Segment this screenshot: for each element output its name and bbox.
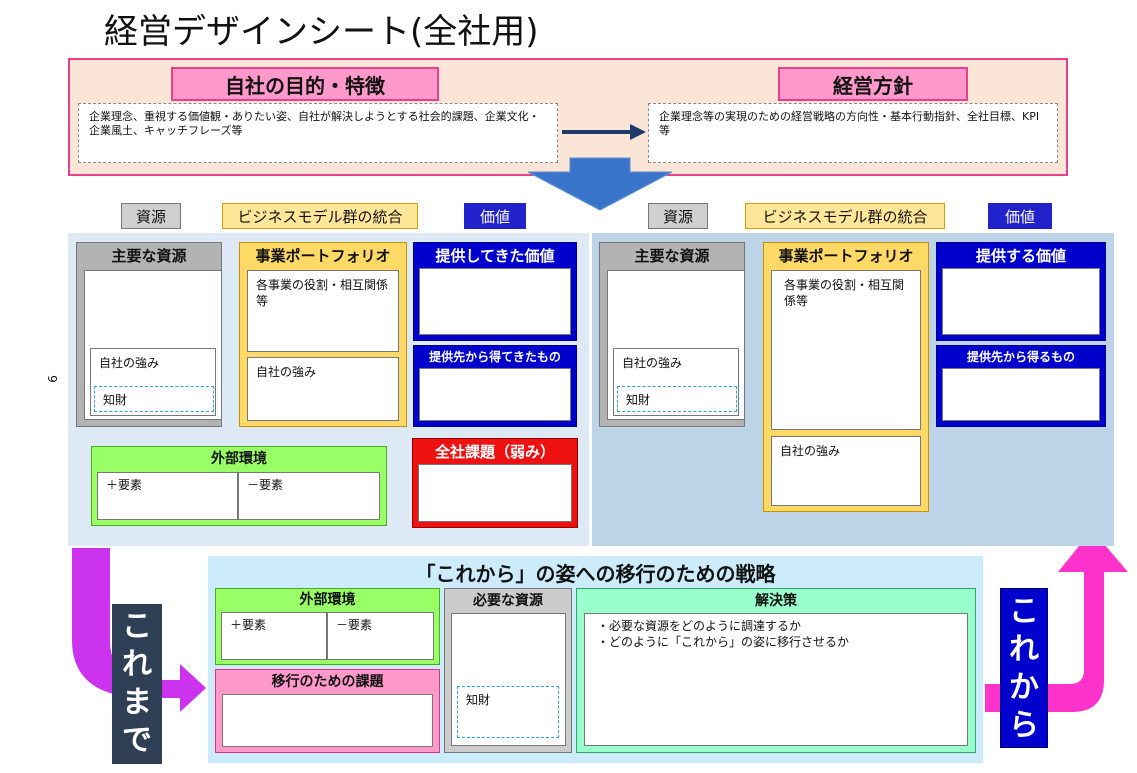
past-gained-field[interactable] xyxy=(419,368,571,421)
label-resources-past: 資源 xyxy=(121,203,181,229)
label-business-model-future: ビジネスモデル群の統合 xyxy=(745,203,945,229)
past-value-head: 提供してきた価値 xyxy=(435,247,555,265)
strategy-title: 「これから」の姿への移行のための戦略 xyxy=(415,562,776,586)
past-env-minus[interactable]: －要素 xyxy=(238,472,380,520)
korekara-label: こ れ か ら xyxy=(1000,588,1048,748)
past-chizai-box[interactable]: 知財 xyxy=(94,386,214,412)
korema-de-char: れ xyxy=(122,647,152,682)
strategy-env-minus[interactable]: －要素 xyxy=(327,612,434,660)
future-chizai-box[interactable]: 知財 xyxy=(617,386,737,412)
label-value-past: 価値 xyxy=(464,203,526,229)
future-portfolio-strength[interactable]: 自社の強み xyxy=(771,436,921,506)
korema-de-char: ま xyxy=(122,685,152,720)
past-strength-label: 自社の強み xyxy=(99,356,160,370)
down-arrow xyxy=(527,157,673,211)
korekara-char: こ xyxy=(1009,594,1039,629)
past-issues-field[interactable] xyxy=(418,464,572,522)
policy-text[interactable]: 企業理念等の実現のための経営戦略の方向性・基本行動指針、全社目標、KPI等 xyxy=(648,103,1058,163)
korekara-char: か xyxy=(1009,670,1039,705)
solution-item: ・どのように「これから」の姿に移行させるか xyxy=(597,635,850,649)
strategy-env-head: 外部環境 xyxy=(299,592,356,608)
future-portfolio-head: 事業ポートフォリオ xyxy=(778,247,914,265)
strategy-issues-head: 移行のための課題 xyxy=(271,674,384,690)
purpose-header: 自社の目的・特徴 xyxy=(171,67,439,101)
korema-de-char: こ xyxy=(122,609,152,644)
past-resources-head: 主要な資源 xyxy=(111,247,187,265)
future-resources-head: 主要な資源 xyxy=(634,247,710,265)
policy-header: 経営方針 xyxy=(778,67,968,101)
future-value-field[interactable] xyxy=(942,268,1100,335)
page-title: 経営デザインシート(全社用) xyxy=(104,12,539,52)
past-portfolio-field[interactable]: 各事業の役割・相互関係等 xyxy=(247,270,399,352)
strategy-env-plus[interactable]: ＋要素 xyxy=(221,612,327,660)
past-gained-head: 提供先から得てきたもの xyxy=(429,350,561,364)
label-resources-future: 資源 xyxy=(648,203,708,229)
strategy-needed-head: 必要な資源 xyxy=(473,593,543,609)
future-gained-head: 提供先から得るもの xyxy=(966,350,1075,364)
strategy-issues-field[interactable] xyxy=(222,694,433,747)
purpose-text[interactable]: 企業理念、重視する価値観・ありたい姿、自社が解決しようとする社会的課題、企業文化… xyxy=(78,103,558,163)
future-portfolio-field[interactable]: 各事業の役割・相互関係等 xyxy=(771,270,921,430)
solution-item: ・必要な資源をどのように調達するか xyxy=(597,619,802,633)
past-env-plus[interactable]: ＋要素 xyxy=(97,472,238,520)
strategy-chizai-box[interactable]: 知財 xyxy=(457,686,559,738)
future-value-head: 提供する価値 xyxy=(975,247,1066,265)
past-env-head: 外部環境 xyxy=(211,451,267,467)
strategy-solution-head: 解決策 xyxy=(755,593,797,609)
korekara-char: ら xyxy=(1009,708,1039,743)
strategy-solution-field[interactable]: ・必要な資源をどのように調達するか ・どのように「これから」の姿に移行させるか xyxy=(584,613,968,746)
future-strength-label: 自社の強み xyxy=(622,356,683,370)
to-future-arrow xyxy=(985,530,1128,712)
past-portfolio-head: 事業ポートフォリオ xyxy=(255,247,391,265)
past-issues-head: 全社課題（弱み） xyxy=(434,443,555,461)
korema-de-char: で xyxy=(122,723,152,758)
korekara-char: れ xyxy=(1009,632,1039,667)
korema-de-label: こ れ ま で xyxy=(112,604,162,764)
to-strategy-arrow xyxy=(72,548,206,712)
label-business-model-past: ビジネスモデル群の統合 xyxy=(222,203,418,229)
label-value-future: 価値 xyxy=(988,203,1052,229)
past-portfolio-strength[interactable]: 自社の強み xyxy=(247,357,399,421)
purpose-to-policy-arrowhead xyxy=(630,124,646,140)
future-gained-field[interactable] xyxy=(942,368,1100,421)
past-value-field[interactable] xyxy=(419,268,571,335)
